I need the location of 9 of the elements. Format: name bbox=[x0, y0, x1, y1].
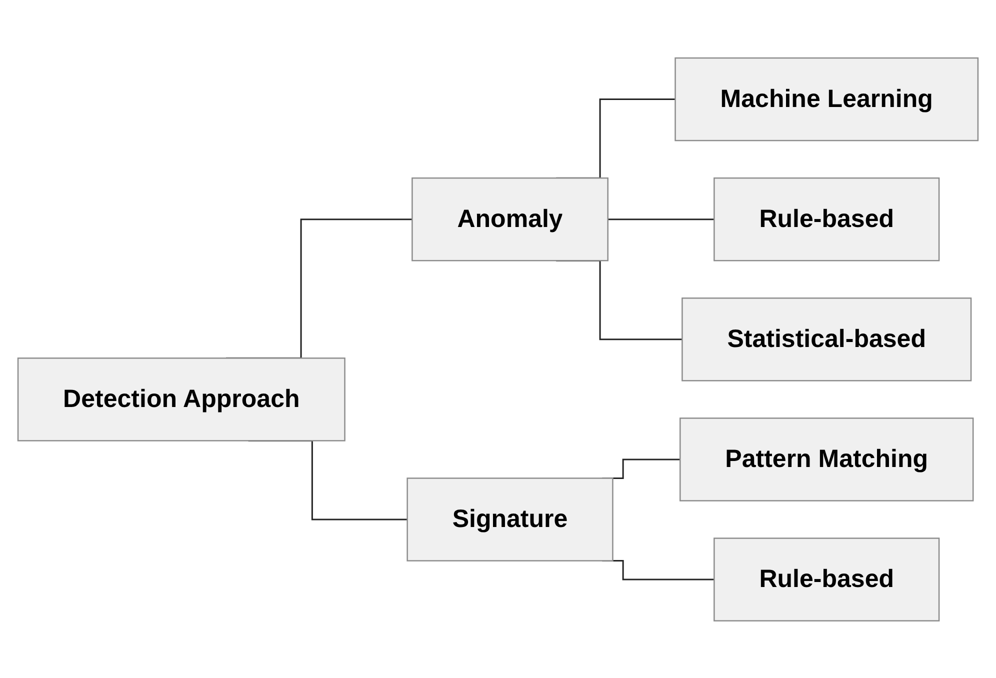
node-box: Anomaly bbox=[412, 177, 608, 261]
node-box: Signature bbox=[406, 477, 614, 561]
connector bbox=[608, 218, 714, 220]
node-box: Pattern Matching bbox=[680, 417, 974, 501]
node-box: Detection Approach bbox=[17, 357, 346, 441]
node-box: Statistical-based bbox=[682, 297, 972, 381]
node-box: Machine Learning bbox=[674, 56, 979, 141]
node-box: Rule-based bbox=[714, 177, 940, 261]
node-box: Rule-based bbox=[714, 537, 940, 621]
